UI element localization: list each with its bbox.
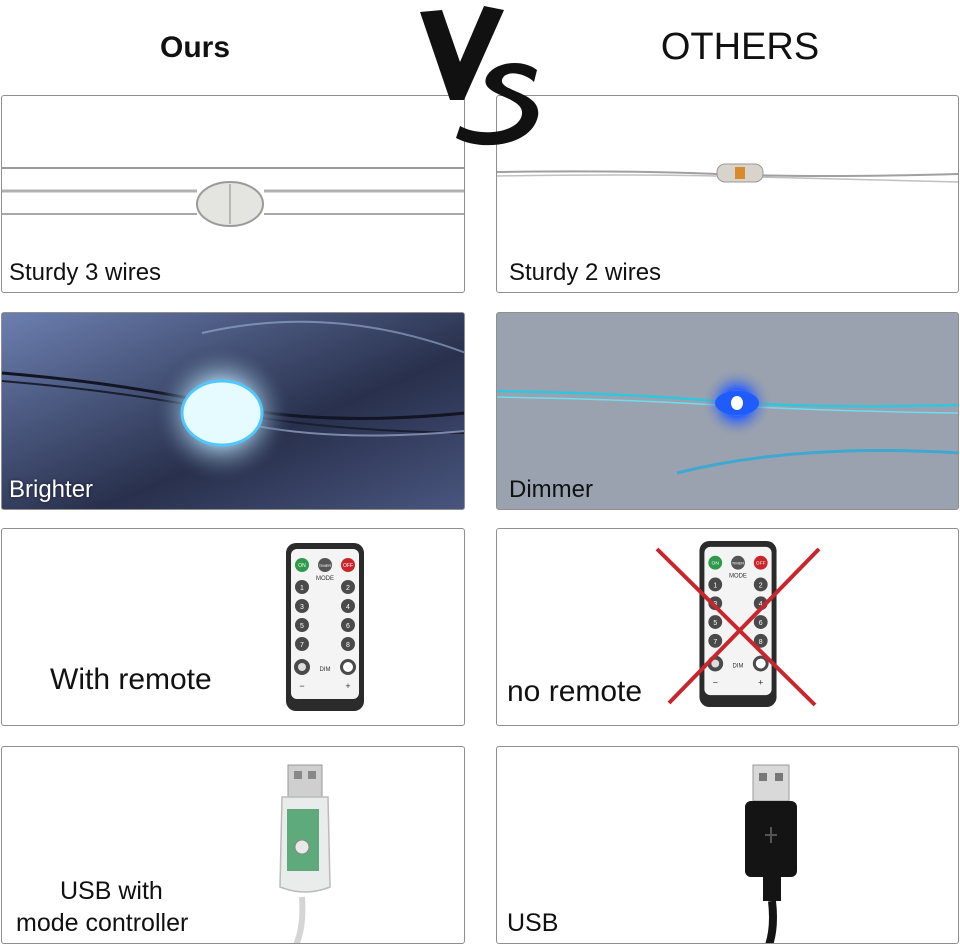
dim-label: DIM [733,663,744,669]
ours-remote-panel: With remote ON TIMER OFF MODE 1 2 3 4 5 … [1,528,465,726]
mode-label: MODE [316,576,334,582]
key-4: 4 [759,601,763,608]
others-usb-caption: USB [507,909,559,937]
usb-controller-image [279,764,331,943]
off-key-label: OFF [756,561,766,567]
ours-wires-caption: Sturdy 3 wires [9,259,162,286]
minus-label: − [299,681,304,691]
others-wires-panel: Sturdy 2 wires [496,95,959,293]
key-8: 8 [346,642,350,649]
key-5: 5 [713,620,717,627]
ours-brightness-panel: Brighter [1,312,465,510]
key-8: 8 [759,639,763,646]
ours-brightness-caption: Brighter [9,476,94,503]
on-key-label: ON [712,561,720,567]
ours-remote-caption: With remote [50,663,212,696]
others-remote-caption: no remote [507,675,643,708]
dim-label: DIM [320,667,331,673]
key-1: 1 [713,582,717,589]
remote-control-image: ON TIMER OFF MODE 1 2 3 4 5 6 7 8 DIM − … [286,543,364,711]
key-2: 2 [759,582,763,589]
others-wires-caption: Sturdy 2 wires [509,259,662,286]
key-1: 1 [300,585,304,592]
on-key-label: ON [298,563,306,569]
ours-usb-panel: USB with mode controller [1,746,465,944]
others-remote-panel: no remote ON TIMER OFF MODE 1 2 3 4 5 6 … [496,528,959,726]
key-5: 5 [300,623,304,630]
others-heading: OTHERS [660,26,820,68]
others-brightness-caption: Dimmer [509,476,593,503]
mode-label: MODE [729,574,747,580]
plus-label: + [345,681,350,691]
off-key-label: OFF [343,563,353,569]
vs-logo [420,6,539,146]
usb-plug-image [745,764,797,943]
plus-label: + [758,677,763,687]
key-4: 4 [346,604,350,611]
others-usb-panel: USB [496,746,959,944]
ours-usb-caption-line1: USB with [60,877,163,905]
timer-key-label: TIMER [732,561,744,566]
remote-control-image: ON TIMER OFF MODE 1 2 3 4 5 6 7 8 DIM − … [699,540,777,708]
three-wire-led-image [2,167,464,227]
key-6: 6 [759,620,763,627]
ours-usb-caption: USB with mode controller [16,875,188,939]
two-wire-led-image [497,163,958,183]
ours-heading: Ours [159,30,231,64]
timer-key-label: TIMER [319,563,332,568]
key-3: 3 [300,604,304,611]
key-6: 6 [346,623,350,630]
dim-led-image [497,313,958,509]
key-7: 7 [713,639,717,646]
bright-led-image [2,313,464,509]
key-2: 2 [346,585,350,592]
red-cross-icon [655,547,821,707]
ours-usb-caption-line2: mode controller [16,909,189,937]
minus-label: − [713,677,718,687]
key-7: 7 [300,642,304,649]
others-brightness-panel: Dimmer [496,312,959,510]
ours-wires-panel: Sturdy 3 wires [1,95,465,293]
